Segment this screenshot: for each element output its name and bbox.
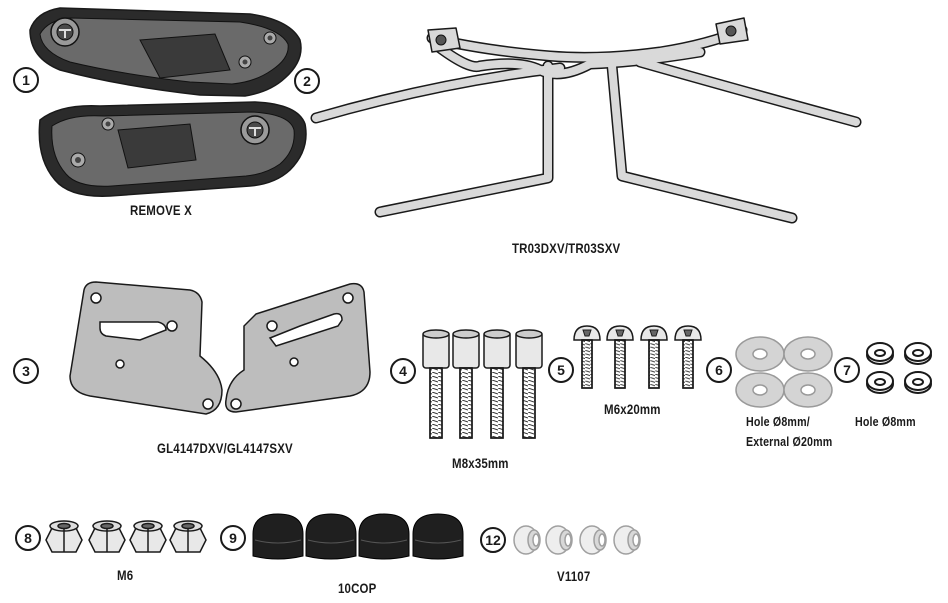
rack-frame [310,17,862,224]
part-number-7: 7 [834,357,860,383]
part-number-9: 9 [220,525,246,551]
washers-lock [866,342,932,394]
part-number-6: 6 [706,357,732,383]
label-cap: 10COP [338,580,377,596]
washers-flat [735,336,833,408]
label-plates: GL4147DXV/GL4147SXV [157,440,293,456]
removed-bracket-lower [38,101,307,197]
label-bolt-m8: M8x35mm [452,455,509,471]
label-nut: M6 [117,567,134,583]
label-remove: REMOVE X [130,202,192,218]
caps-10cop [252,513,464,560]
label-lockwasher: Hole Ø8mm [855,414,916,429]
label-bolt-m6: M6x20mm [604,401,661,417]
label-rack: TR03DXV/TR03SXV [512,240,621,256]
spacers-v1107 [513,525,641,555]
part-number-5: 5 [548,357,574,383]
label-spacer: V1107 [557,568,591,584]
label-washer-line1: Hole Ø8mm/ [746,414,810,429]
part-number-8: 8 [15,525,41,551]
part-number-12: 12 [480,527,506,553]
part-number-3: 3 [13,358,39,384]
part-number-4: 4 [390,358,416,384]
mounting-plates [69,281,371,415]
bolts-m8 [422,329,543,439]
nuts-m6 [45,520,207,553]
label-washer-line2: External Ø20mm [746,434,833,449]
bolts-m6 [573,325,702,389]
removed-bracket-upper [29,7,302,97]
part-number-2: 2 [294,68,320,94]
part-number-1: 1 [13,67,39,93]
